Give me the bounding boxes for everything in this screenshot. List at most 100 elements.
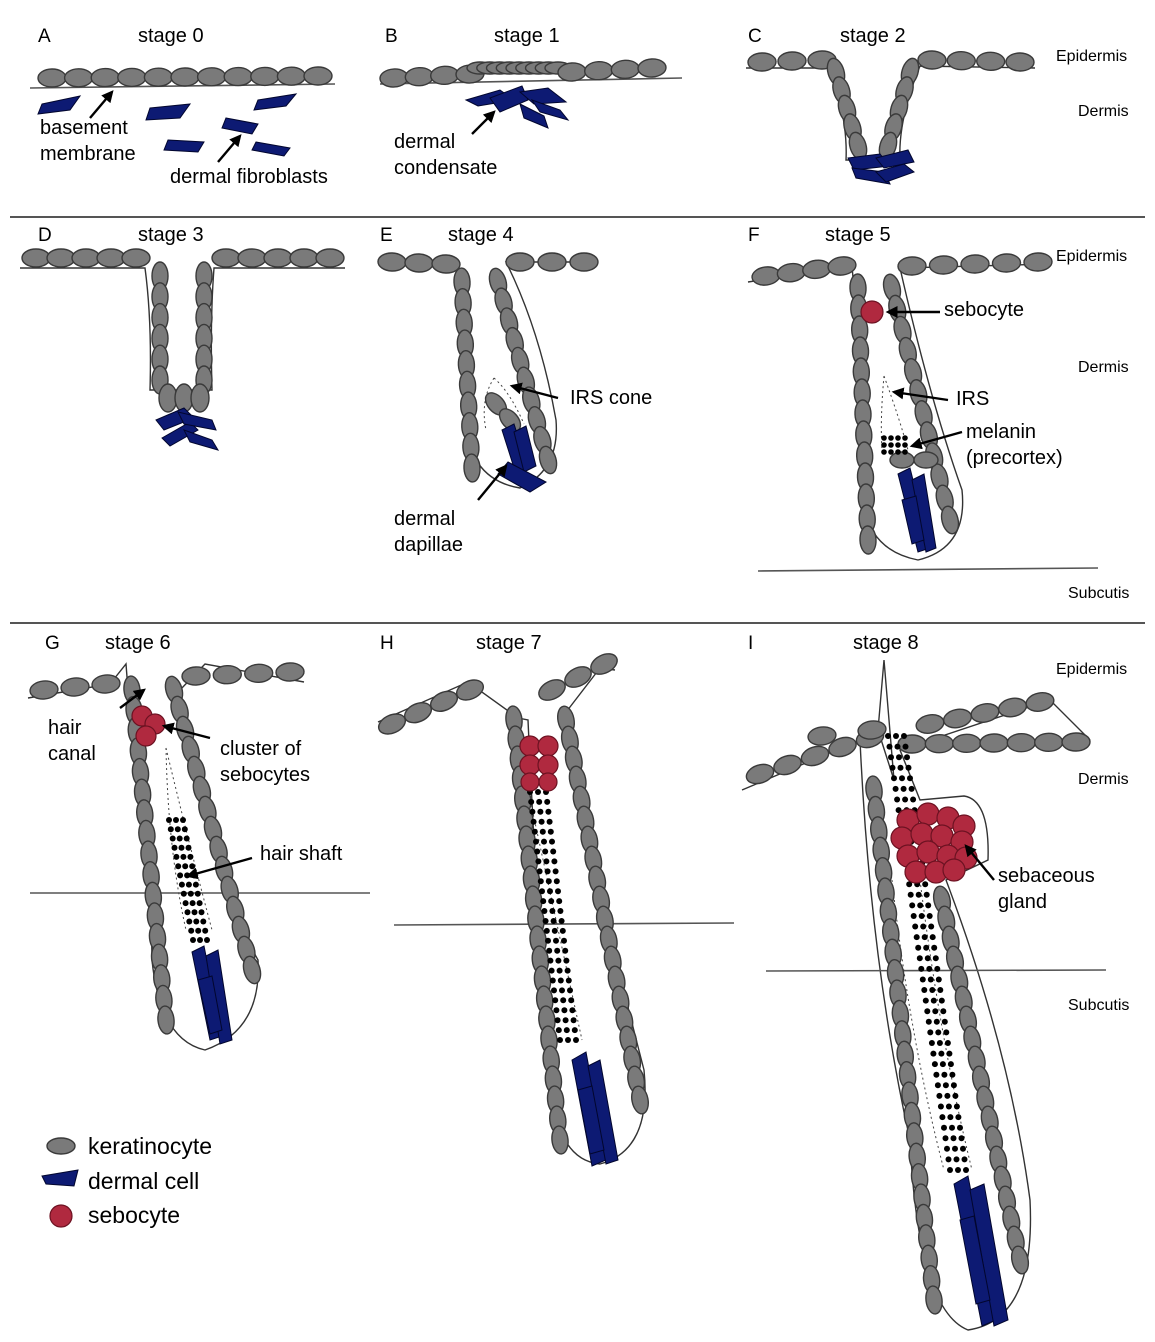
basement-membrane-label: basement	[40, 117, 128, 139]
keratinocyte	[751, 265, 781, 287]
stage-title: stage 4	[448, 224, 514, 246]
pigment-dot	[559, 918, 565, 924]
pigment-dot	[930, 1051, 936, 1057]
pigment-dot	[569, 1007, 575, 1013]
panel-i: I stage 8 sebaceous gland Epidermis Derm…	[742, 632, 1129, 1330]
pigment-dot	[949, 1125, 955, 1131]
pigment-dot	[902, 797, 908, 803]
pigment-dot	[917, 955, 923, 961]
dermal-condensate-label: dermal	[394, 131, 455, 153]
keratinocyte	[748, 53, 777, 72]
keratinocyte	[859, 526, 876, 555]
pigment-dot	[558, 978, 564, 984]
keratinocyte	[771, 752, 803, 778]
subcutis-boundary	[758, 568, 1098, 571]
keratinocyte	[290, 249, 318, 267]
dermal-cell-swatch	[42, 1170, 78, 1186]
pigment-dot	[537, 868, 543, 874]
pigment-dot	[538, 878, 544, 884]
pigment-dot	[954, 1104, 960, 1110]
pigment-dot	[911, 913, 917, 919]
pigment-dot	[901, 786, 907, 792]
pigment-dot	[557, 908, 563, 914]
pigment-dot	[173, 817, 179, 823]
keratinocyte	[776, 262, 806, 284]
pigment-dot	[552, 997, 558, 1003]
pigment-dot	[197, 900, 203, 906]
pigment-dot	[183, 900, 189, 906]
pigment-dot	[561, 938, 567, 944]
pigment-dot	[537, 809, 543, 815]
keratinocyte	[924, 1285, 943, 1315]
keratinocyte	[224, 68, 252, 86]
pigment-dot	[195, 928, 201, 934]
keratinocyte	[638, 58, 667, 77]
pigment-dot	[551, 918, 557, 924]
pigment-dot	[571, 1017, 577, 1023]
pigment-dot	[185, 909, 191, 915]
melanin-label: melanin	[966, 421, 1036, 443]
keratinocyte	[1025, 690, 1056, 713]
panel-letter: F	[748, 225, 760, 246]
pigment-dot	[937, 987, 943, 993]
pigment-dot	[951, 1135, 957, 1141]
pigment-dot	[924, 892, 930, 898]
keratinocyte	[1035, 733, 1063, 751]
pigment-dot	[166, 817, 172, 823]
pigment-dot	[916, 892, 922, 898]
pigment-dot	[914, 934, 920, 940]
pigment-dot	[542, 849, 548, 855]
pigment-dot	[952, 1146, 958, 1152]
panel-letter: G	[45, 633, 60, 654]
keratinocyte	[22, 249, 50, 267]
pigment-dot	[177, 836, 183, 842]
pigment-dot	[563, 958, 569, 964]
pigment-dot	[565, 968, 571, 974]
pigment-dot	[565, 1037, 571, 1043]
epidermis-label: Epidermis	[1056, 248, 1127, 265]
pigment-dot	[938, 1104, 944, 1110]
keratinocyte	[744, 761, 776, 787]
pigment-dot	[888, 442, 894, 448]
pigment-dot	[912, 924, 918, 930]
pigment-dot	[947, 1167, 953, 1173]
pigment-dot	[928, 924, 934, 930]
pigment-dot	[932, 1061, 938, 1067]
subcutis-boundary	[394, 923, 734, 925]
keratinocyte	[405, 253, 434, 272]
pigment-dot	[943, 1029, 949, 1035]
pigment-dot	[186, 845, 192, 851]
pigment-dot	[931, 945, 937, 951]
keratinocyte	[535, 676, 568, 705]
pigment-dot	[936, 1093, 942, 1099]
pigment-dot	[550, 849, 556, 855]
pigment-dot	[543, 918, 549, 924]
pigment-dot	[182, 863, 188, 869]
pigment-dot	[941, 1072, 947, 1078]
pigment-dot	[949, 1072, 955, 1078]
pigment-dot	[948, 1061, 954, 1067]
pigment-dot	[557, 968, 563, 974]
panel-letter: A	[38, 26, 51, 47]
pigment-dot	[888, 435, 894, 441]
pigment-dot	[547, 958, 553, 964]
keratinocyte	[244, 664, 273, 683]
arrow	[472, 112, 494, 134]
pigment-dot	[945, 1040, 951, 1046]
pigment-dot	[555, 1017, 561, 1023]
keratinocyte	[506, 253, 534, 271]
panel-c: C stage 2 Epidermis Dermis	[746, 25, 1129, 184]
pigment-dot	[923, 998, 929, 1004]
keratinocyte	[898, 257, 927, 276]
stage-title: stage 2	[840, 25, 906, 47]
pigment-dot	[946, 1051, 952, 1057]
pigment-dot	[200, 919, 206, 925]
pigment-dot	[572, 1027, 578, 1033]
pigment-dot	[545, 809, 551, 815]
pigment-dot	[881, 442, 887, 448]
subcutis-label: Subcutis	[1068, 997, 1129, 1014]
keratinocyte	[890, 452, 914, 468]
pigment-dot	[555, 888, 561, 894]
pigment-dot	[910, 797, 916, 803]
pigment-dot	[909, 786, 915, 792]
